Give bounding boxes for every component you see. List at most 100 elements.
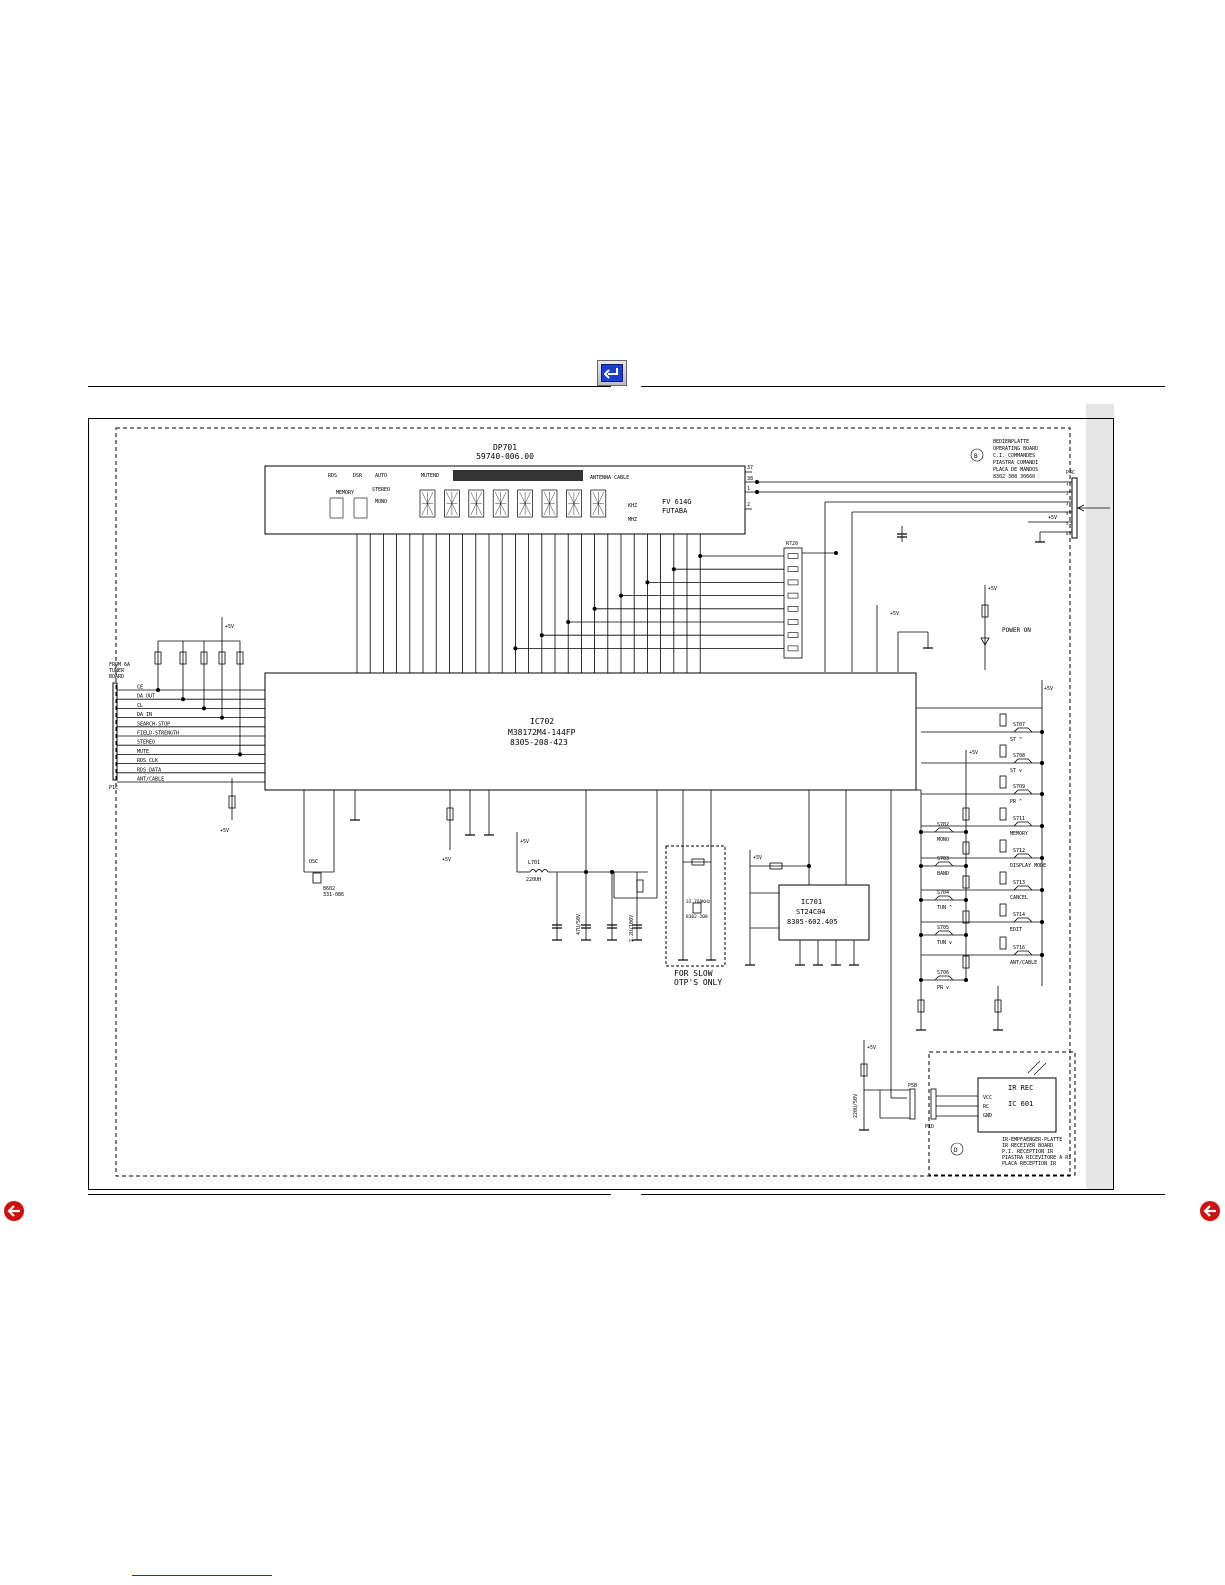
right-margin-strip: [1086, 404, 1114, 1190]
ann-auto: AUTO: [375, 473, 387, 479]
switch: [1013, 789, 1033, 795]
ann-rds: RDS: [328, 473, 337, 479]
svg-text:2: 2: [1066, 491, 1069, 496]
ceramic-resonator: [312, 872, 322, 884]
ir-receiver-ic601: [977, 1077, 1057, 1133]
switch-ref: S703: [937, 856, 949, 862]
switch-label: DISPLAY MODE: [1010, 863, 1046, 869]
switch: [934, 975, 954, 981]
switch: [1013, 758, 1033, 764]
next-page-arrow-icon[interactable]: [1200, 1201, 1220, 1221]
input-signal-label: SEARCH-STOP: [137, 721, 170, 727]
svg-text:+5V: +5V: [520, 839, 529, 845]
pullup-resistor: [200, 651, 208, 665]
switch-ref: S711: [1013, 816, 1025, 822]
svg-text:1: 1: [747, 486, 750, 492]
svg-text:220U/50V: 220U/50V: [853, 1094, 859, 1118]
svg-text:+5V: +5V: [225, 624, 234, 630]
schematic-frame: [88, 418, 1114, 1190]
switch-ref: S704: [937, 890, 949, 896]
switch: [934, 895, 954, 901]
switch-label: ANT/CABLE: [1010, 960, 1037, 966]
svg-text:IR REC: IR REC: [1008, 1084, 1033, 1092]
input-signal-label: MUTE: [137, 749, 149, 755]
prev-page-arrow-icon[interactable]: [4, 1201, 24, 1221]
crystal: [692, 902, 702, 914]
switch-label: MONO: [937, 837, 949, 843]
pullup-resistor: [236, 651, 244, 665]
from-tuner-label: FROM 6A TUNER BOARD: [109, 662, 130, 680]
svg-text:IR-EMPFAENGER-PLATTE: IR-EMPFAENGER-PLATTE: [1002, 1137, 1062, 1143]
segment-digit: [468, 489, 485, 518]
svg-text:8302-208: 8302-208: [686, 914, 708, 920]
vfd-display: [264, 465, 746, 535]
display-ref: DP701: [493, 443, 517, 452]
svg-text:BEDIENPLATTE: BEDIENPLATTE: [993, 439, 1029, 445]
input-signal-label: ANT/CABLE: [137, 777, 164, 783]
svg-text:TUNER: TUNER: [109, 668, 125, 674]
switch-label: ST ^: [1010, 737, 1022, 743]
svg-text:5: 5: [1066, 521, 1069, 526]
ann-memory: MEMORY: [336, 490, 354, 496]
mcu-part: M38172M4-144FP: [508, 728, 576, 737]
svg-text:ST24C04: ST24C04: [796, 908, 826, 916]
return-arrow-icon: [601, 364, 623, 382]
switch-ref: S713: [1013, 880, 1025, 886]
switch: [934, 930, 954, 936]
slow-note-1: FOR SLOW: [674, 969, 713, 978]
svg-text:+5V: +5V: [442, 857, 451, 863]
switch-ref: S706: [937, 970, 949, 976]
svg-text:2.2U/100V: 2.2U/100V: [629, 915, 635, 942]
switch: [1013, 917, 1033, 923]
svg-text:RC: RC: [983, 1104, 989, 1110]
ann-antenna: ANTENNA CABLE: [590, 475, 629, 481]
svg-text:331-086: 331-086: [323, 892, 344, 898]
svg-text:2: 2: [747, 502, 750, 508]
switch-ref: S712: [1013, 848, 1025, 854]
p4c-label: P4C: [1066, 470, 1075, 476]
pullup-resistors: [154, 641, 244, 757]
svg-text:8302 308 30660: 8302 308 30660: [993, 474, 1035, 480]
pullup-resistor: [218, 651, 226, 665]
power-on-label: POWER ON: [1002, 627, 1031, 634]
svg-text:+5V: +5V: [867, 1045, 876, 1051]
switch-label: MEMORY: [1010, 831, 1028, 837]
page-link-underline[interactable]: [132, 1575, 272, 1576]
svg-text:IC701: IC701: [801, 898, 822, 906]
slow-otp-block: [665, 845, 726, 967]
operating-board-outline: [115, 427, 1071, 1177]
ann-khz: KHZ: [628, 503, 637, 509]
switch: [1013, 950, 1033, 956]
svg-text:+5V: +5V: [988, 586, 997, 592]
svg-text:+5V: +5V: [1048, 515, 1057, 521]
switch-label: EDIT: [1010, 927, 1022, 933]
segment-digits: [419, 489, 607, 518]
input-signal-label: RDS DATA: [137, 767, 161, 773]
svg-text:OPERATING BOARD: OPERATING BOARD: [993, 446, 1038, 452]
svg-text:PIASTRA RICEVITORE A RI: PIASTRA RICEVITORE A RI: [1002, 1155, 1071, 1161]
ann-mutend: MUTEND: [421, 473, 439, 479]
svg-text:P1C: P1C: [109, 785, 118, 791]
switch-label: CANCEL: [1010, 895, 1028, 901]
display-maker: FUTABA: [662, 507, 688, 515]
switch: [1013, 885, 1033, 891]
display-part: 59740-006.00: [476, 452, 534, 461]
bottom-rule-left: [88, 1194, 611, 1195]
svg-text:D: D: [954, 1147, 958, 1154]
switch-label: ST v: [1010, 768, 1022, 774]
svg-text:37: 37: [747, 465, 753, 471]
switch: [1013, 853, 1033, 859]
ann-mono: MONO: [375, 499, 387, 505]
input-signal-label: FIELD-STRENGTH: [137, 731, 179, 737]
svg-text:6: 6: [1066, 531, 1069, 536]
switch-label: PR v: [937, 985, 949, 991]
switch-ref: S714: [1013, 912, 1025, 918]
back-button[interactable]: [597, 360, 627, 386]
top-rule-left: [88, 386, 611, 387]
svg-text:+5V: +5V: [969, 750, 978, 756]
svg-text:C.I. COMMANDES: C.I. COMMANDES: [993, 453, 1035, 459]
svg-text:P.I. RECEPTION IR: P.I. RECEPTION IR: [1002, 1149, 1054, 1155]
pullup-resistor: [179, 651, 187, 665]
